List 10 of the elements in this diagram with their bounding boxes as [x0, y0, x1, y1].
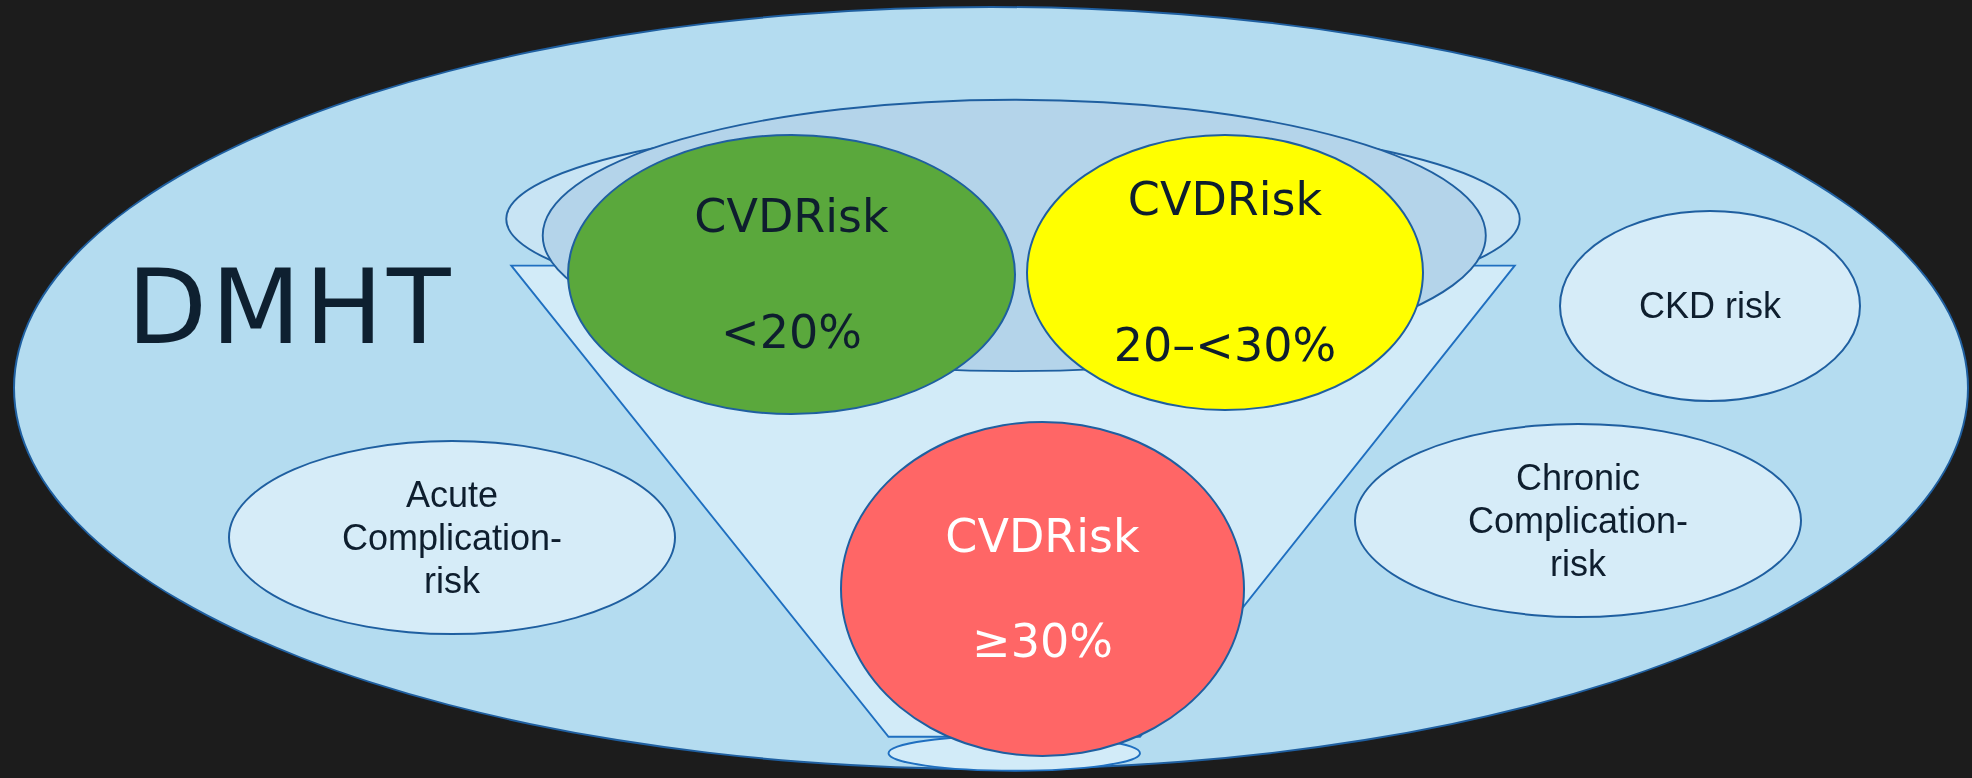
node-text: ≥30%: [972, 614, 1113, 670]
node-text: <20%: [721, 304, 862, 360]
heading-text: DMHT: [127, 246, 455, 368]
node-title: CVDRisk: [1127, 172, 1323, 228]
node-title: Acute Complication-risk: [340, 472, 564, 603]
node-title: CVDRisk: [694, 189, 889, 245]
node-title: CKD risk: [1639, 284, 1781, 328]
node-title: Chronic Complication-risk: [1466, 455, 1690, 586]
node-text: 20–<30%: [1113, 317, 1337, 373]
node-title: CVDRisk: [945, 508, 1140, 564]
